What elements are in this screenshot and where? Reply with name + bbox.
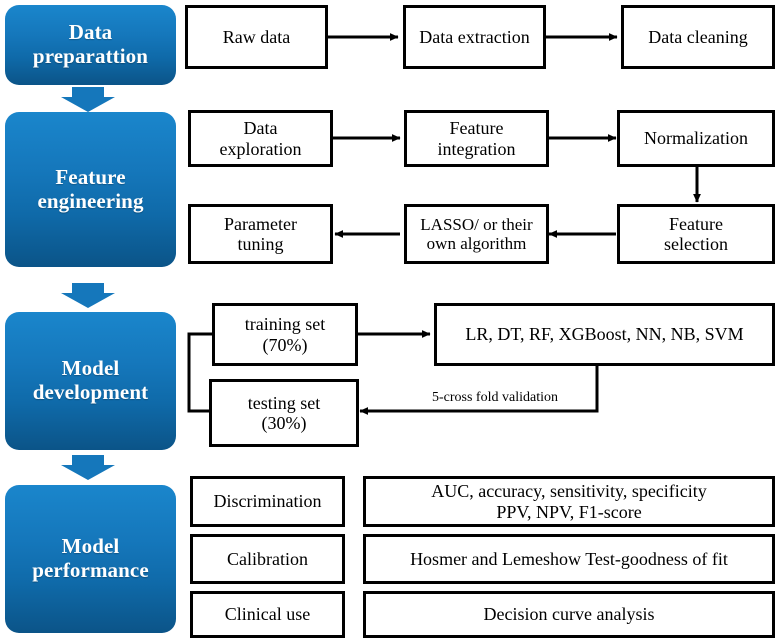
box-lasso-line2: own algorithm — [426, 234, 527, 253]
box-clinical-use-metrics[interactable]: Decision curve analysis — [363, 591, 775, 638]
label-cross-validation: 5-cross fold validation — [395, 390, 595, 406]
box-algorithms-label: LR, DT, RF, XGBoost, NN, NB, SVM — [465, 324, 744, 345]
box-discrimination-metrics-line2: PPV, NPV, F1-score — [496, 501, 642, 522]
stage-arrow-1-icon — [61, 87, 115, 112]
label-cross-validation-text: 5-cross fold validation — [432, 390, 558, 405]
box-algorithms[interactable]: LR, DT, RF, XGBoost, NN, NB, SVM — [434, 303, 775, 366]
box-clinical-use-label: Clinical use — [224, 604, 311, 625]
box-discrimination[interactable]: Discrimination — [190, 476, 345, 527]
box-feature-integration-line1: Feature — [449, 118, 504, 139]
box-normalization[interactable]: Normalization — [617, 110, 775, 167]
stage-arrow-3-icon — [61, 455, 115, 480]
box-clinical-use-metrics-label: Decision curve analysis — [483, 604, 655, 625]
box-calibration-label: Calibration — [227, 548, 308, 569]
box-feature-selection-line1: Feature — [669, 213, 723, 234]
box-discrimination-metrics-line1: AUC, accuracy, sensitivity, specificity — [431, 481, 707, 502]
box-calibration-metrics-label: Hosmer and Lemeshow Test-goodness of fit — [410, 548, 728, 569]
box-raw-data[interactable]: Raw data — [185, 5, 328, 69]
box-testing-set-label: testing set(30%) — [240, 393, 329, 433]
box-parameter-tuning-line2: tuning — [237, 234, 284, 254]
stage-model-development-line2: development — [32, 380, 149, 404]
stage-model-development-line1: Model — [61, 356, 120, 381]
box-training-set[interactable]: training set(70%) — [212, 303, 358, 366]
box-clinical-use[interactable]: Clinical use — [190, 591, 345, 638]
box-data-extraction-label: Data extraction — [419, 26, 530, 47]
box-data-extraction[interactable]: Data extraction — [403, 5, 546, 69]
box-testing-set-line2: (30%) — [261, 413, 307, 433]
box-parameter-tuning-line1: Parameter — [224, 213, 297, 234]
box-training-set-label: training set(70%) — [237, 314, 333, 354]
box-data-exploration-line2: exploration — [219, 138, 302, 159]
box-feature-selection-line2: selection — [664, 234, 728, 254]
stage-model-performance-line1: Model — [61, 534, 120, 559]
box-data-cleaning-label: Data cleaning — [648, 26, 748, 47]
stage-data-preparation-line2: preparattion — [32, 44, 149, 68]
stage-model-performance-line2: performance — [32, 558, 149, 582]
stage-feature-engineering-line1: Feature — [55, 164, 126, 189]
box-training-set-line2: (70%) — [262, 334, 308, 355]
box-data-exploration-line1: Data — [243, 118, 278, 139]
box-discrimination-label: Discrimination — [213, 491, 322, 512]
box-lasso-line1: LASSO/ or their — [420, 214, 533, 234]
stage-feature-engineering-line2: engineering — [37, 188, 144, 213]
box-feature-integration-line2: integration — [437, 138, 516, 159]
stage-data-preparation-line1: Data — [68, 20, 113, 45]
stage-arrow-2-icon — [61, 283, 115, 308]
box-calibration[interactable]: Calibration — [190, 534, 345, 584]
box-training-set-line1: training set — [244, 314, 326, 335]
box-normalization-label: Normalization — [644, 128, 748, 149]
box-testing-set-line1: testing set — [247, 392, 321, 413]
box-calibration-metrics[interactable]: Hosmer and Lemeshow Test-goodness of fit — [363, 534, 775, 584]
box-raw-data-label: Raw data — [222, 26, 291, 47]
box-data-cleaning[interactable]: Data cleaning — [621, 5, 775, 69]
box-testing-set[interactable]: testing set(30%) — [209, 379, 359, 447]
